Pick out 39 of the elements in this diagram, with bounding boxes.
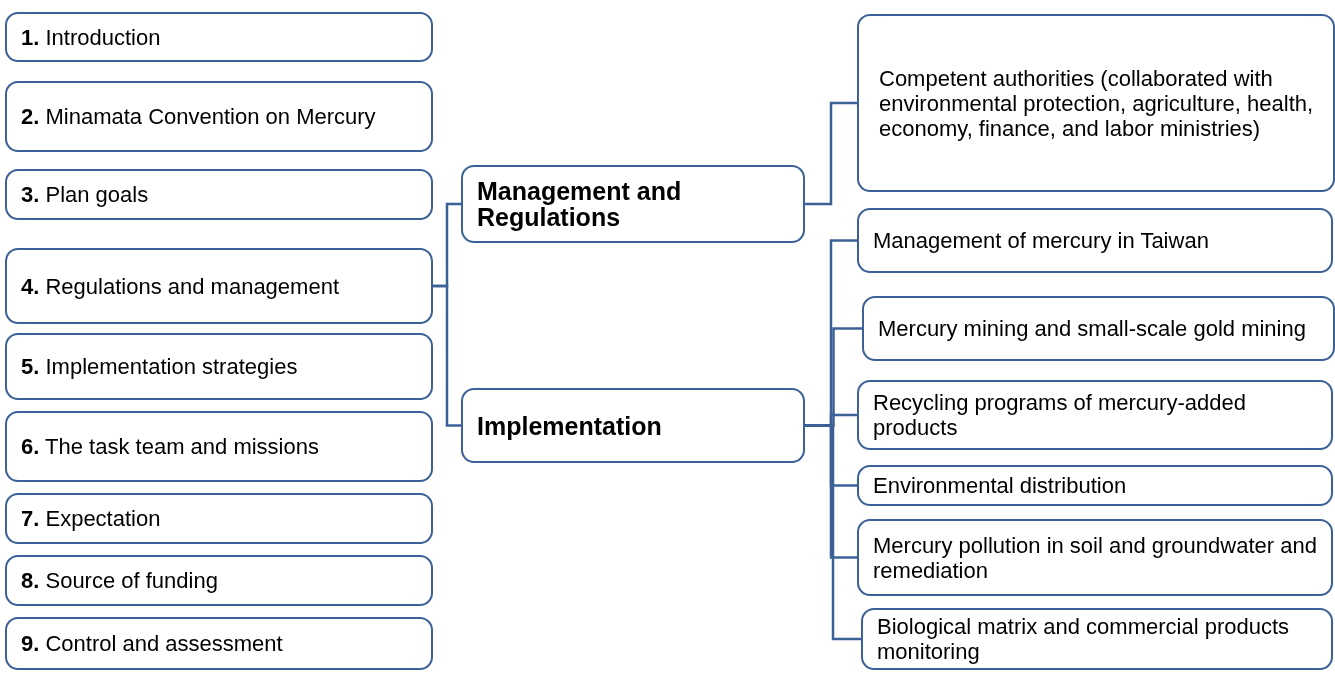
topic-box [857, 380, 1333, 450]
topic-text: 4. Regulations and management [21, 273, 339, 299]
topic-text: Implementation [477, 412, 662, 439]
topic-text: Mercury mining and small-scale gold mining [878, 316, 1306, 341]
topic-box [5, 617, 433, 670]
topic-box [5, 411, 433, 482]
connector-line [805, 424, 861, 641]
topic-text: Competent authorities (collaborated with environmental protection, agriculture, health, economy, finance, and labor ministries) [879, 65, 1315, 141]
topic-box [5, 333, 433, 400]
topic-text: Management of mercury in Taiwan [873, 228, 1209, 253]
topic-text: 7. Expectation [21, 506, 161, 531]
topic-text: 9. Control and assessment [21, 631, 283, 656]
topic-text: Management and Regulations [477, 178, 683, 230]
topic-box [862, 296, 1335, 361]
topic-box [5, 248, 433, 324]
topic-text: 3. Plan goals [21, 182, 149, 207]
topic-box [5, 12, 433, 62]
topic-box [5, 169, 433, 220]
topic-text: 6. The task team and missions [21, 434, 319, 459]
topic-box [5, 81, 433, 152]
topic-text: Mercury pollution in soil and groundwater and remediation [873, 532, 1317, 583]
topic-box [5, 555, 433, 606]
topic-text: Environmental distribution [873, 473, 1127, 498]
topic-text: Recycling programs of mercury-added products [873, 390, 1247, 440]
topic-text: 5. Implementation strategies [21, 354, 298, 379]
topic-box [857, 208, 1333, 273]
topic-box [857, 519, 1333, 596]
category-box [461, 165, 805, 243]
topic-box [861, 608, 1333, 670]
connector-line [433, 284, 461, 427]
topic-box [5, 493, 433, 544]
connector-line [805, 101, 857, 206]
topic-text: 2. Minamata Convention on Mercury [21, 104, 376, 129]
topic-text: Biological matrix and commercial products monitoring [877, 614, 1291, 664]
topic-text: 8. Source of funding [21, 568, 218, 593]
topic-box [857, 14, 1335, 192]
topic-box [857, 465, 1333, 506]
topic-text: 1. Introduction [21, 24, 161, 50]
category-box [461, 388, 805, 463]
